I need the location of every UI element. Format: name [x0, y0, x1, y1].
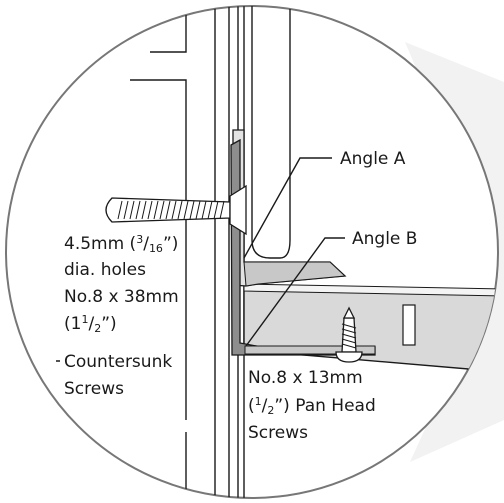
label-holes-line1: 4.5mm (3/16”) [64, 233, 178, 255]
cabinet-inner-slot [251, 6, 291, 259]
label-angle-b: Angle B [352, 229, 417, 249]
shelf-top-face [243, 283, 498, 297]
label-holes-line2: dia. holes [64, 260, 146, 280]
label-pan-head-line2: (1/2”) Pan Head [248, 395, 376, 417]
angle-b-foot [244, 345, 376, 355]
zoom-beam [405, 42, 504, 462]
label-countersunk-line1: No.8 x 38mm [64, 287, 179, 307]
pan-head-screw [335, 306, 363, 363]
label-angle-a: Angle A [340, 149, 406, 169]
shelf-slot [402, 304, 416, 346]
detail-contents [56, 6, 498, 498]
label-countersunk-line4: Screws [64, 379, 124, 399]
label-countersunk-line2: (11/2”) [64, 313, 117, 335]
countersunk-screw [105, 184, 247, 236]
label-countersunk-line3: Countersunk [64, 352, 172, 372]
label-pan-head-line1: No.8 x 13mm [248, 368, 363, 388]
label-pan-head-line3: Screws [248, 423, 308, 443]
angle-a-foot-shade [243, 261, 347, 287]
leader-lines [56, 157, 345, 362]
